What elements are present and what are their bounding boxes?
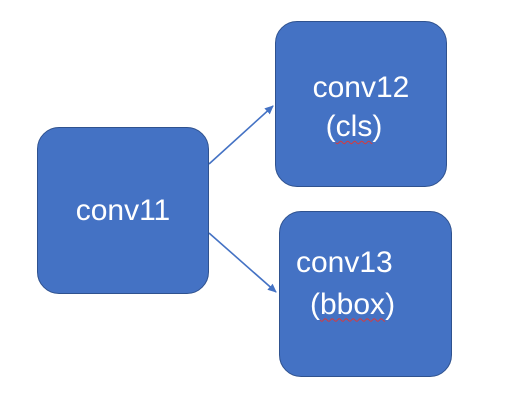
node-conv12-sub-word: cls <box>335 110 373 143</box>
node-conv11-label: conv11 <box>75 193 171 227</box>
node-conv13-sublabel: (bbox) <box>280 286 395 324</box>
arrow-conv11-to-conv13 <box>208 232 277 293</box>
node-conv13-label: conv13 <box>296 246 393 279</box>
node-conv11: conv11 <box>37 127 209 294</box>
node-conv12-label: conv12 <box>312 70 410 104</box>
node-conv12-sublabel: (cls) <box>276 108 446 146</box>
node-conv13: conv13 (bbox) <box>279 211 452 377</box>
node-conv12: conv12 (cls) <box>275 21 447 187</box>
node-conv13-paren-open: ( <box>310 287 320 321</box>
node-conv12-paren-open: ( <box>325 110 336 143</box>
node-conv12-paren-close: ) <box>372 110 383 143</box>
node-conv13-sub-word: bbox <box>320 287 386 321</box>
arrow-conv11-to-conv12 <box>208 105 274 165</box>
node-conv13-paren-close: ) <box>385 287 396 321</box>
